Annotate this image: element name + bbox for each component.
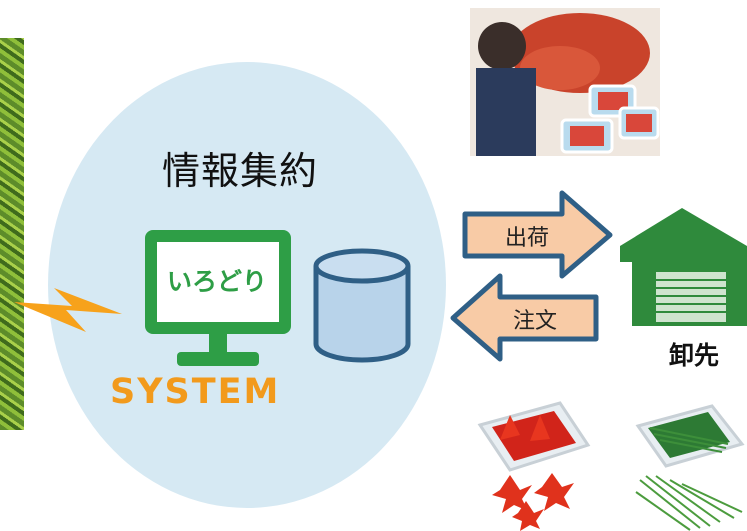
wholesaler-label: 卸先: [668, 341, 719, 370]
lightning-icon: [14, 288, 122, 332]
system-name: いろどり: [166, 267, 267, 296]
monitor-icon: [145, 230, 291, 366]
system-label: SYSTEM: [110, 372, 281, 412]
field-photo: [0, 38, 24, 430]
warehouse-icon: [620, 208, 747, 326]
database-icon: [313, 248, 411, 363]
diagram-title: 情報集約: [161, 149, 318, 193]
order-arrow: [450, 273, 599, 362]
shipment-label: 出荷: [504, 226, 549, 251]
shipment-arrow: [462, 190, 613, 279]
pine-needle-icon: [635, 404, 745, 531]
leaf-packing-photo: [470, 8, 660, 156]
maple-leaf-icon: [477, 401, 591, 531]
order-label: 注文: [512, 309, 557, 334]
